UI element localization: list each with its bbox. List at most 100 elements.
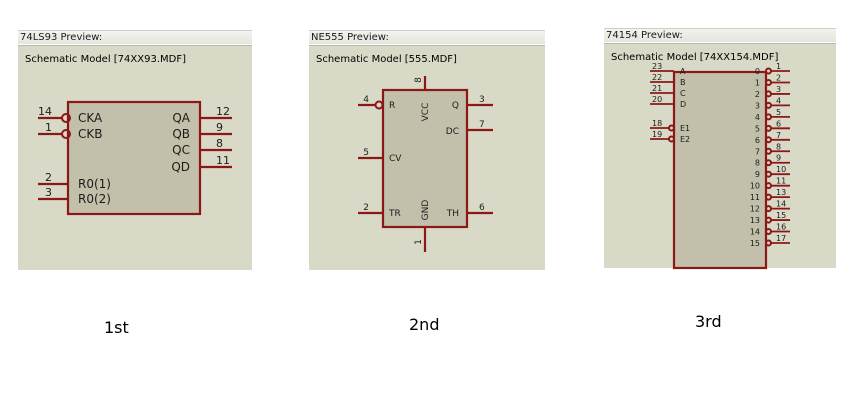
pin-label: GND	[421, 200, 431, 221]
pin-label: QB	[172, 127, 190, 141]
pin-number: 1	[776, 62, 781, 71]
pin-label: Q	[452, 101, 459, 111]
pin-number: 11	[776, 177, 786, 186]
pin-label: 7	[755, 147, 760, 156]
inversion-bubble	[765, 205, 772, 213]
pin-number: 3	[479, 95, 485, 105]
pin-label: 4	[755, 113, 760, 122]
caption-1st: 1st	[104, 318, 129, 337]
pin-number: 8	[776, 142, 781, 151]
pin-number: 21	[652, 84, 662, 93]
pin-number: 18	[652, 119, 662, 128]
inversion-bubble	[61, 129, 71, 139]
inversion-bubble	[765, 193, 772, 201]
inversion-bubble	[765, 67, 772, 75]
pin-label: 2	[755, 90, 760, 99]
pin-number: 9	[776, 154, 781, 163]
pin-label: 1	[755, 78, 760, 87]
inversion-bubble	[765, 216, 772, 224]
pin-number: 13	[776, 188, 786, 197]
pin-number: 2	[776, 73, 781, 82]
pin-label: QA	[172, 111, 190, 125]
inversion-bubble	[765, 170, 772, 178]
inversion-bubble	[765, 124, 772, 132]
chip-body	[381, 88, 469, 229]
inversion-bubble	[668, 135, 675, 143]
inversion-bubble	[765, 159, 772, 167]
pin-label: 15	[750, 239, 760, 248]
inversion-bubble	[61, 113, 71, 123]
pin-label: QD	[171, 160, 190, 174]
pin-label: E2	[680, 135, 690, 144]
model-label: Schematic Model [74XX93.MDF]	[25, 54, 186, 65]
pin-number: 5	[776, 108, 781, 117]
panel-title: NE555 Preview:	[309, 30, 545, 44]
pin-number: 2	[363, 203, 369, 213]
inversion-bubble	[765, 228, 772, 236]
pin-label: E1	[680, 124, 690, 133]
pin-number: 6	[776, 119, 781, 128]
pin-label: 13	[750, 216, 760, 225]
pin-label: A	[680, 67, 686, 76]
pin-label: 8	[755, 159, 760, 168]
pin-number: 17	[776, 234, 786, 243]
pin-number: 11	[216, 154, 230, 167]
inversion-bubble	[374, 100, 384, 110]
pin-label: 6	[755, 136, 760, 145]
pin-number: 8	[216, 137, 223, 150]
pin-number: 9	[216, 121, 223, 134]
pin-label: 12	[750, 205, 760, 214]
pin-number: 19	[652, 130, 662, 139]
pin-label: CV	[389, 154, 402, 164]
pin-label: CKA	[78, 111, 103, 125]
pin-number: 4	[776, 96, 781, 105]
pin-label: R0(2)	[78, 192, 111, 206]
pin-number: 7	[776, 131, 781, 140]
panel-title: 74LS93 Preview:	[18, 30, 252, 44]
pin-number: 12	[216, 105, 230, 118]
pin-label: 9	[755, 170, 760, 179]
pin-label: R	[389, 101, 395, 111]
pin-label: 14	[750, 228, 760, 237]
inversion-bubble	[765, 101, 772, 109]
pin-label: CKB	[78, 127, 102, 141]
inversion-bubble	[765, 239, 772, 247]
pin-label: 3	[755, 101, 760, 110]
pin-label: B	[680, 78, 686, 87]
panel-title: 74154 Preview:	[604, 28, 836, 42]
pin-number: 22	[652, 73, 662, 82]
inversion-bubble	[765, 147, 772, 155]
pin-label: 10	[750, 182, 760, 191]
pin-label: TR	[388, 209, 401, 219]
pin-label: D	[680, 100, 686, 109]
preview-panel-ne555: NE555 Preview: Schematic Model [555.MDF]…	[309, 30, 545, 270]
preview-panel-74ls93: 74LS93 Preview: Schematic Model [74XX93.…	[18, 30, 252, 270]
pin-label: TH	[446, 209, 459, 219]
pin-number: 16	[776, 223, 786, 232]
pin-number: 20	[652, 95, 662, 104]
pin-number: 14	[38, 105, 52, 118]
pin-label: R0(1)	[78, 177, 111, 191]
inversion-bubble	[765, 182, 772, 190]
pin-number: 5	[363, 148, 369, 158]
pin-label: QC	[172, 143, 190, 157]
pin-label: 11	[750, 193, 760, 202]
pin-number: 3	[776, 85, 781, 94]
pin-label: C	[680, 89, 686, 98]
inversion-bubble	[765, 78, 772, 86]
pin-number: 15	[776, 211, 786, 220]
model-label: Schematic Model [74XX154.MDF]	[611, 52, 779, 63]
pin-number: 8	[414, 77, 424, 83]
pin-number: 4	[363, 95, 369, 105]
pin-label: 0	[755, 67, 760, 76]
pin-number: 1	[414, 239, 424, 245]
pin-number: 14	[776, 200, 786, 209]
pin-number: 10	[776, 165, 786, 174]
pin-number: 2	[45, 171, 52, 184]
pin-number: 7	[479, 120, 485, 130]
pin-number: 23	[652, 62, 662, 71]
